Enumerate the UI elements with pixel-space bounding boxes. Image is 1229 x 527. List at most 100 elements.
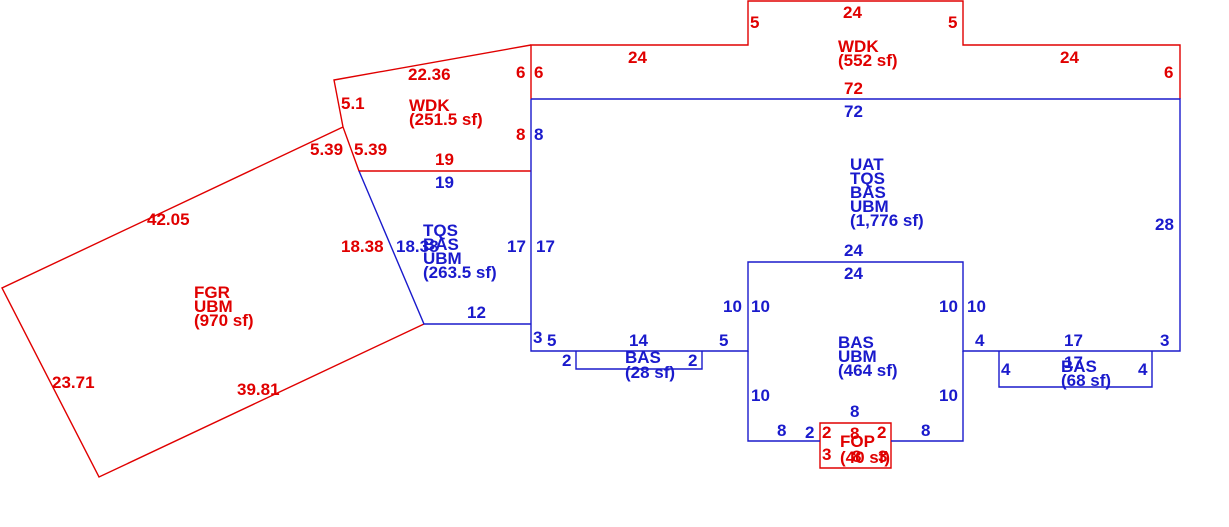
dim-label: 8 <box>777 421 786 440</box>
dim-label: 39.81 <box>237 380 280 399</box>
fgr-outline <box>1 126 425 478</box>
svg-text:(40 sf): (40 sf) <box>840 448 890 467</box>
dim-label: 23.71 <box>52 373 95 392</box>
svg-text:UAT: UAT <box>850 155 884 174</box>
svg-text:WDK: WDK <box>409 96 450 115</box>
dim-label: 24 <box>1060 48 1079 67</box>
dim-label: 5.1 <box>341 94 365 113</box>
dim-label: 72 <box>844 79 863 98</box>
dim-label: 3 <box>1160 331 1169 350</box>
dim-label: 6 <box>534 63 543 82</box>
dim-label: 3 <box>533 328 542 347</box>
dim-label: 24 <box>844 264 863 283</box>
red-outlines <box>1 0 1181 478</box>
dim-label: 17 <box>1064 353 1083 372</box>
area-label-fgr: FGR UBM (970 sf) <box>194 283 254 330</box>
svg-text:UBM: UBM <box>850 197 889 216</box>
dim-label: 17 <box>1064 331 1083 350</box>
dim-label: 18.38 <box>341 237 384 256</box>
dim-label: 3 <box>878 447 887 466</box>
dim-label: 17 <box>507 237 526 256</box>
svg-text:TQS: TQS <box>423 221 458 240</box>
dim-label: 2 <box>877 423 886 442</box>
area-label-small-right: BAS (68 sf) <box>1061 357 1111 390</box>
svg-text:WDK: WDK <box>838 37 879 56</box>
area-label-main: UAT TQS BAS UBM (1,776 sf) <box>850 155 924 230</box>
svg-text:BAS: BAS <box>850 183 886 202</box>
fop-outline <box>819 422 892 469</box>
dim-label: 5 <box>750 13 759 32</box>
svg-text:(1,776 sf): (1,776 sf) <box>850 211 924 230</box>
svg-text:BAS: BAS <box>1061 357 1097 376</box>
svg-text:FOP: FOP <box>840 432 875 451</box>
dim-label: 6 <box>516 63 525 82</box>
dim-label: 8 <box>852 447 861 466</box>
dim-label: 12 <box>467 303 486 322</box>
dim-label: 10 <box>751 297 770 316</box>
dim-label: 4 <box>1001 360 1011 379</box>
dim-label: 17 <box>536 237 555 256</box>
svg-text:UBM: UBM <box>838 347 877 366</box>
svg-text:(464 sf): (464 sf) <box>838 361 898 380</box>
dim-label: 5 <box>948 13 957 32</box>
svg-text:(970 sf): (970 sf) <box>194 311 254 330</box>
dim-label: 8 <box>534 125 543 144</box>
wdk-top-outline <box>530 0 1181 99</box>
area-label-bay: BAS UBM (464 sf) <box>838 333 898 380</box>
dim-label: 14 <box>629 331 648 350</box>
dim-label: 24 <box>628 48 647 67</box>
dim-label: 10 <box>751 386 770 405</box>
dim-label: 2 <box>562 351 571 370</box>
dim-label: 3 <box>822 445 831 464</box>
mid-outline <box>358 170 531 325</box>
dim-label: 2 <box>805 423 814 442</box>
dim-label: 8 <box>850 402 859 421</box>
svg-text:(251.5 sf): (251.5 sf) <box>409 110 483 129</box>
dim-label: 10 <box>723 297 742 316</box>
dim-label: 22.36 <box>408 65 451 84</box>
dim-label: 5 <box>719 331 728 350</box>
area-label-fop: FOP (40 sf) <box>840 432 890 467</box>
area-label-wdk-left: WDK (251.5 sf) <box>409 96 483 129</box>
dim-label: 10 <box>967 297 986 316</box>
dim-label: 4 <box>975 331 985 350</box>
dim-label: 24 <box>843 3 862 22</box>
svg-text:(68 sf): (68 sf) <box>1061 371 1111 390</box>
dim-label: 2 <box>822 423 831 442</box>
dim-label: 2 <box>688 351 697 370</box>
dim-label: 6 <box>1164 63 1173 82</box>
svg-text:BAS: BAS <box>838 333 874 352</box>
svg-text:(28 sf): (28 sf) <box>625 363 675 382</box>
area-label-small-left: BAS (28 sf) <box>625 348 675 382</box>
dim-label: 42.05 <box>147 210 190 229</box>
bay-outline <box>747 351 964 442</box>
svg-text:(552 sf): (552 sf) <box>838 51 898 70</box>
dim-label: 24 <box>844 241 863 260</box>
svg-text:FGR: FGR <box>194 283 230 302</box>
dim-label: 10 <box>939 386 958 405</box>
area-label-wdk-top: WDK (552 sf) <box>838 37 898 70</box>
svg-text:BAS: BAS <box>625 348 661 367</box>
dim-label: 19 <box>435 150 454 169</box>
svg-text:UBM: UBM <box>423 249 462 268</box>
blue-outlines <box>358 98 1181 442</box>
dim-label: 19 <box>435 173 454 192</box>
small-left-outline <box>575 351 703 370</box>
dimension-labels: 24 5 5 24 24 6 6 6 72 72 22.36 5.1 8 8 5… <box>52 3 1174 466</box>
dim-label: 5.39 <box>354 140 387 159</box>
dim-label: 8 <box>921 421 930 440</box>
svg-text:(263.5 sf): (263.5 sf) <box>423 263 497 282</box>
dim-label: 10 <box>939 297 958 316</box>
small-right-outline <box>998 351 1153 388</box>
area-label-mid: TQS BAS UBM (263.5 sf) <box>423 221 497 282</box>
dim-label: 5 <box>547 331 556 350</box>
dim-label: 5.39 <box>310 140 343 159</box>
dim-label: 72 <box>844 102 863 121</box>
dim-label: 18.38 <box>396 237 439 256</box>
dim-label: 4 <box>1138 360 1148 379</box>
dim-label: 28 <box>1155 215 1174 234</box>
dim-label: 8 <box>850 424 859 443</box>
svg-text:UBM: UBM <box>194 297 233 316</box>
main-outline <box>530 98 1181 352</box>
